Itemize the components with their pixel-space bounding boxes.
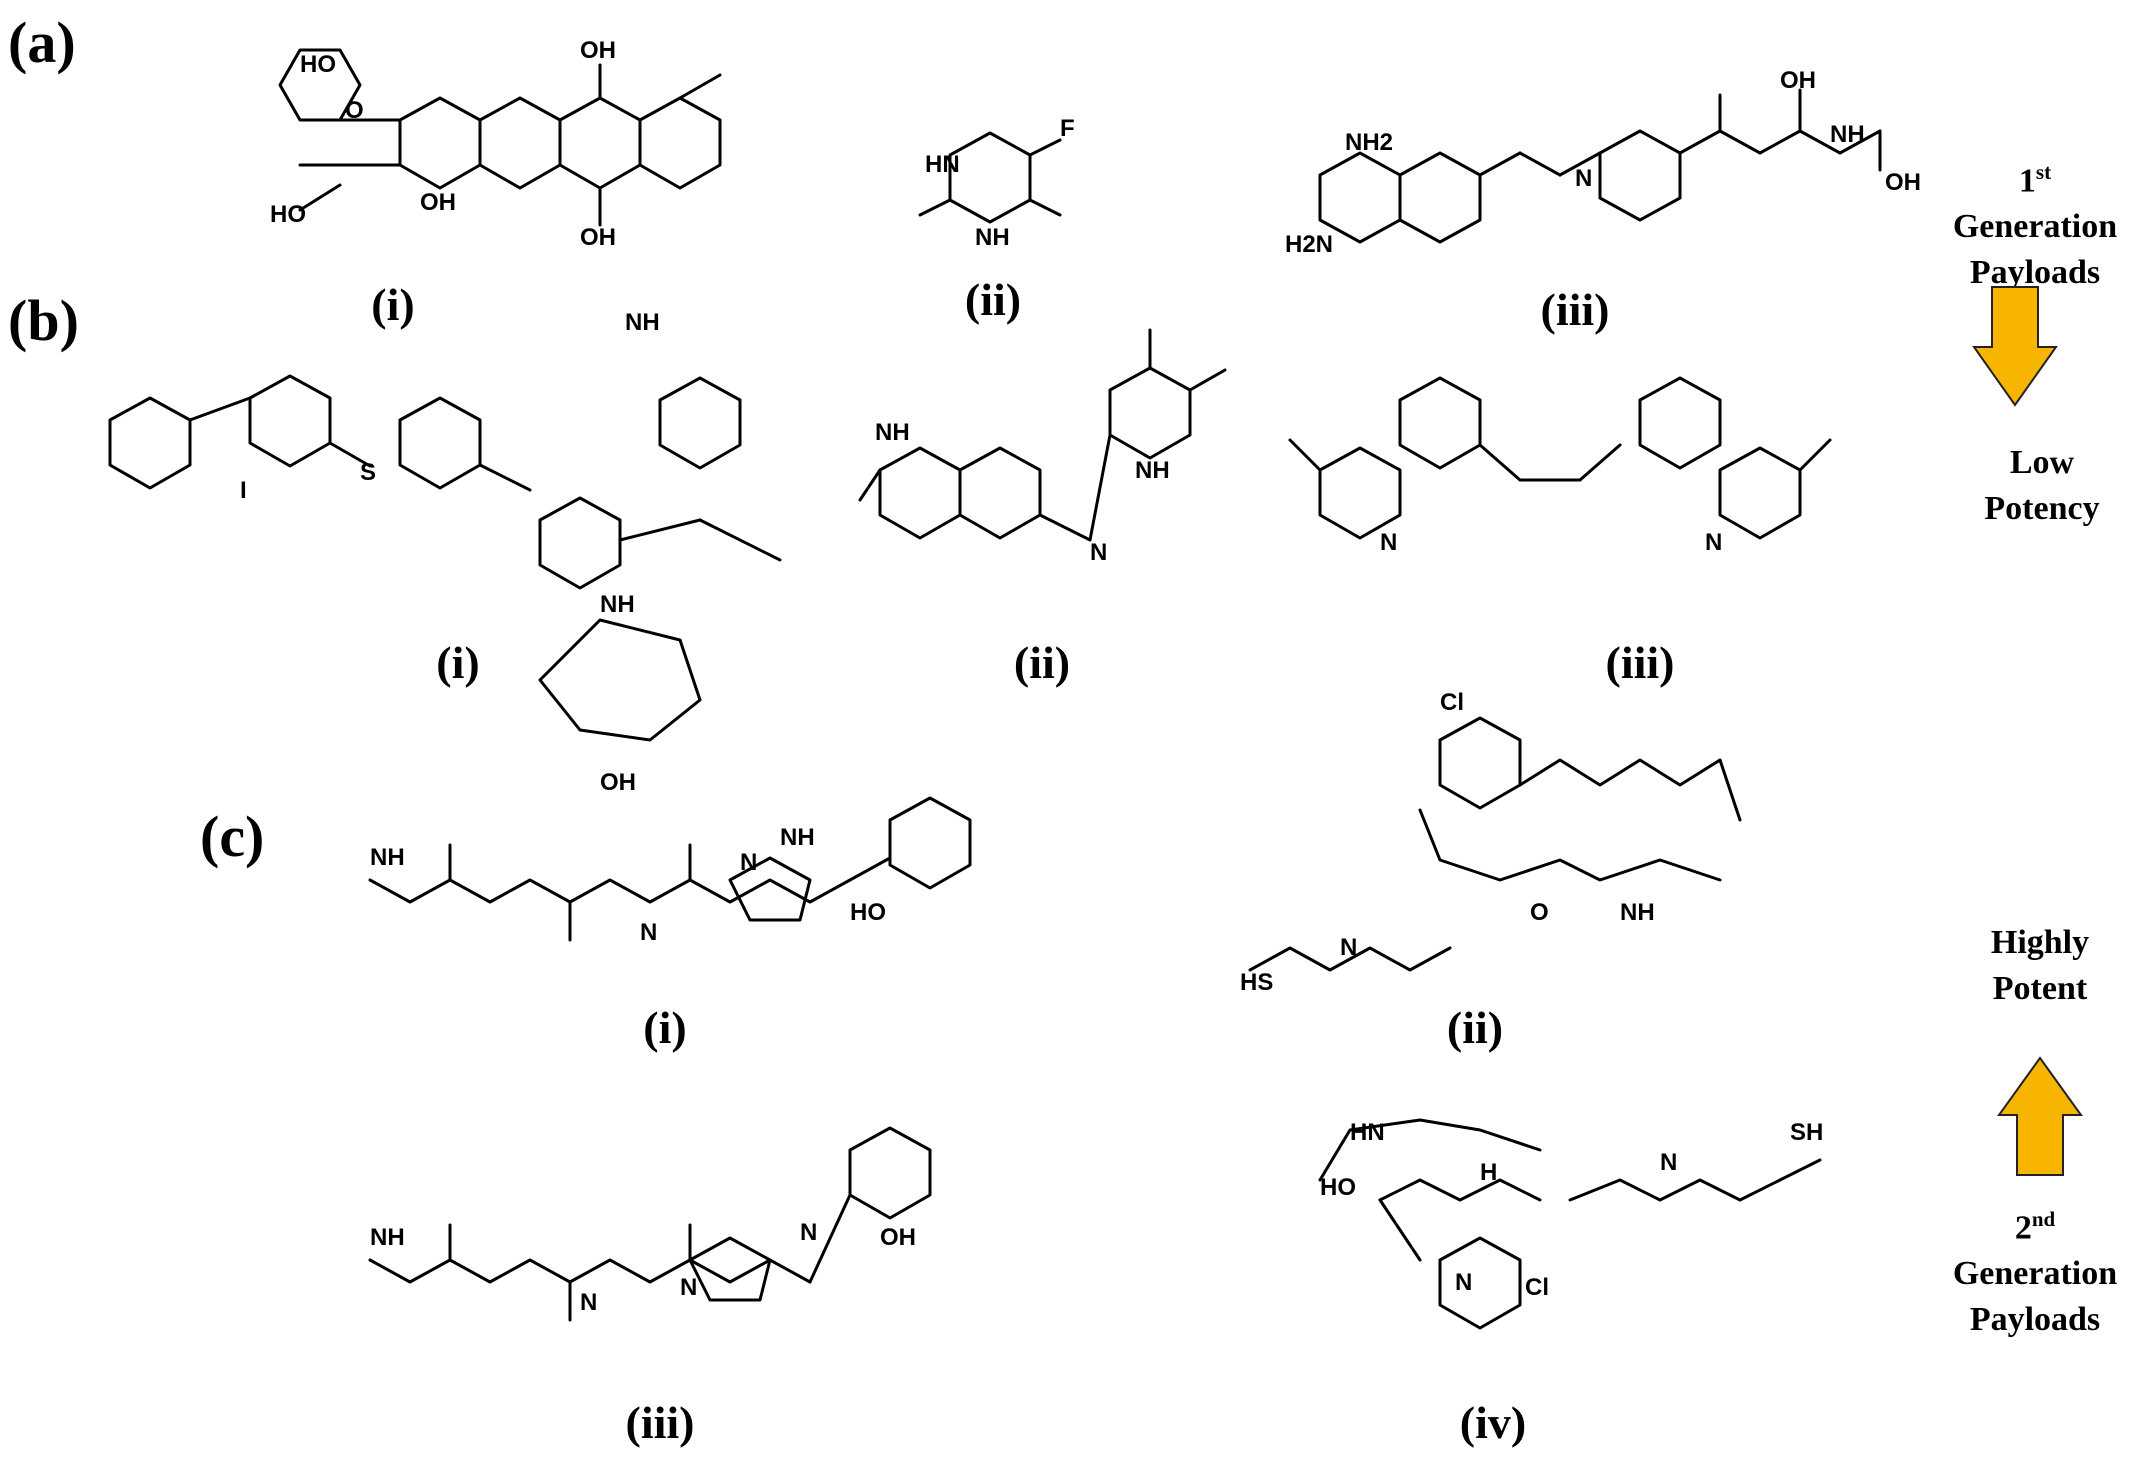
second-gen-payloads: Payloads xyxy=(1969,1301,2101,1339)
atom-cl: Cl xyxy=(1525,1274,1549,1301)
atom-nh: NH xyxy=(975,224,1010,251)
low-line2: Potency xyxy=(1984,489,2100,527)
first-gen-word: Generation xyxy=(1952,208,2118,246)
second-gen-word: Generation xyxy=(1952,1255,2118,1293)
molecule-a-iii xyxy=(1318,88,1882,244)
atom-n: N xyxy=(1340,934,1357,961)
atom-nh: NH xyxy=(370,844,405,871)
atom-oh: OH xyxy=(580,37,616,64)
highly-potent-label: Highly Potent xyxy=(1991,920,2089,1012)
atom-oh: OH xyxy=(600,769,636,796)
molecule-c-i xyxy=(368,796,972,942)
label-b-i: (i) xyxy=(436,637,480,688)
atom-nh: NH xyxy=(1135,457,1170,484)
atom-ho: HO xyxy=(270,201,306,228)
molecule-c-ii xyxy=(1248,716,1742,972)
atom-nh2: NH2 xyxy=(1345,129,1393,156)
atom-n: N xyxy=(640,919,657,946)
atom-n: N xyxy=(740,849,757,876)
first-generation-label: 1st Generation Payloads xyxy=(1953,158,2117,296)
low-potency-label: Low Potency xyxy=(1984,440,2099,532)
atom-nh: NH xyxy=(780,824,815,851)
panel-c-letter: (c) xyxy=(200,804,265,869)
molecule-b-iii xyxy=(1288,376,1832,540)
label-b-iii: (iii) xyxy=(1605,637,1675,688)
atom-ho: HO xyxy=(1320,1174,1356,1201)
atom-n: N xyxy=(1660,1149,1677,1176)
atom-oh: OH xyxy=(420,189,456,216)
atom-hs: HS xyxy=(1240,969,1273,996)
atom-o: O xyxy=(345,97,364,124)
atom-n: N xyxy=(1705,529,1722,556)
atom-nh: NH xyxy=(600,591,635,618)
atom-h: H xyxy=(1480,1159,1497,1186)
atom-n: N xyxy=(1575,165,1592,192)
atom-hn: HN xyxy=(925,151,960,178)
atom-n: N xyxy=(580,1289,597,1316)
atom-n: N xyxy=(680,1274,697,1301)
atom-nh: NH xyxy=(625,309,660,336)
label-c-ii: (ii) xyxy=(1446,1002,1504,1053)
label-c-i: (i) xyxy=(643,1002,687,1053)
panel-a-letter: (a) xyxy=(8,10,76,75)
atom-s: S xyxy=(360,459,376,486)
atom-i: I xyxy=(240,477,247,504)
atom-nh: NH xyxy=(875,419,910,446)
atom-n: N xyxy=(800,1219,817,1246)
atom-sh: SH xyxy=(1790,1119,1823,1146)
label-c-iii: (iii) xyxy=(625,1397,695,1448)
atom-hn: HN xyxy=(1350,1119,1385,1146)
molecule-c-iv xyxy=(1318,1118,1822,1330)
atom-o: O xyxy=(1530,899,1549,926)
second-gen-suffix: nd xyxy=(2031,1207,2056,1231)
molecule-a-ii xyxy=(918,131,1062,224)
label-c-iv: (iv) xyxy=(1459,1397,1527,1448)
label-a-iii: (iii) xyxy=(1540,284,1610,335)
low-line1: Low xyxy=(2009,444,2075,481)
atom-oh: OH xyxy=(1885,169,1921,196)
atom-h2n: H2N xyxy=(1285,231,1333,258)
first-gen-suffix: st xyxy=(2035,160,2052,184)
label-a-ii: (ii) xyxy=(964,274,1022,325)
atom-ho: HO xyxy=(300,51,336,78)
molecule-b-ii xyxy=(858,328,1227,542)
atom-f: F xyxy=(1060,115,1075,142)
label-a-i: (i) xyxy=(371,279,415,330)
first-gen-payloads: Payloads xyxy=(1969,254,2101,292)
atom-n: N xyxy=(1455,1269,1472,1296)
atom-n: N xyxy=(1380,529,1397,556)
first-gen-number: 1 xyxy=(2018,162,2036,200)
label-b-ii: (ii) xyxy=(1013,637,1071,688)
atom-oh: OH xyxy=(580,224,616,251)
high-line1: Highly xyxy=(1990,924,2090,961)
second-gen-number: 2 xyxy=(2014,1209,2032,1247)
second-generation-label: 2nd Generation Payloads xyxy=(1953,1205,2117,1343)
atom-oh: OH xyxy=(880,1224,916,1251)
atom-nh: NH xyxy=(1830,121,1865,148)
atom-nh: NH xyxy=(370,1224,405,1251)
up-arrow-icon xyxy=(1997,1056,2083,1176)
atom-ho: HO xyxy=(850,899,886,926)
down-arrow-icon xyxy=(1972,286,2058,407)
high-line2: Potent xyxy=(1992,969,2088,1007)
atom-cl: Cl xyxy=(1440,689,1464,716)
molecule-b-i xyxy=(108,374,782,742)
panel-b-letter: (b) xyxy=(8,288,79,353)
molecule-a-i xyxy=(278,48,722,227)
molecule-c-iii xyxy=(368,1126,932,1322)
atom-oh: OH xyxy=(1780,67,1816,94)
atom-n: N xyxy=(1090,539,1107,566)
atom-nh: NH xyxy=(1620,899,1655,926)
